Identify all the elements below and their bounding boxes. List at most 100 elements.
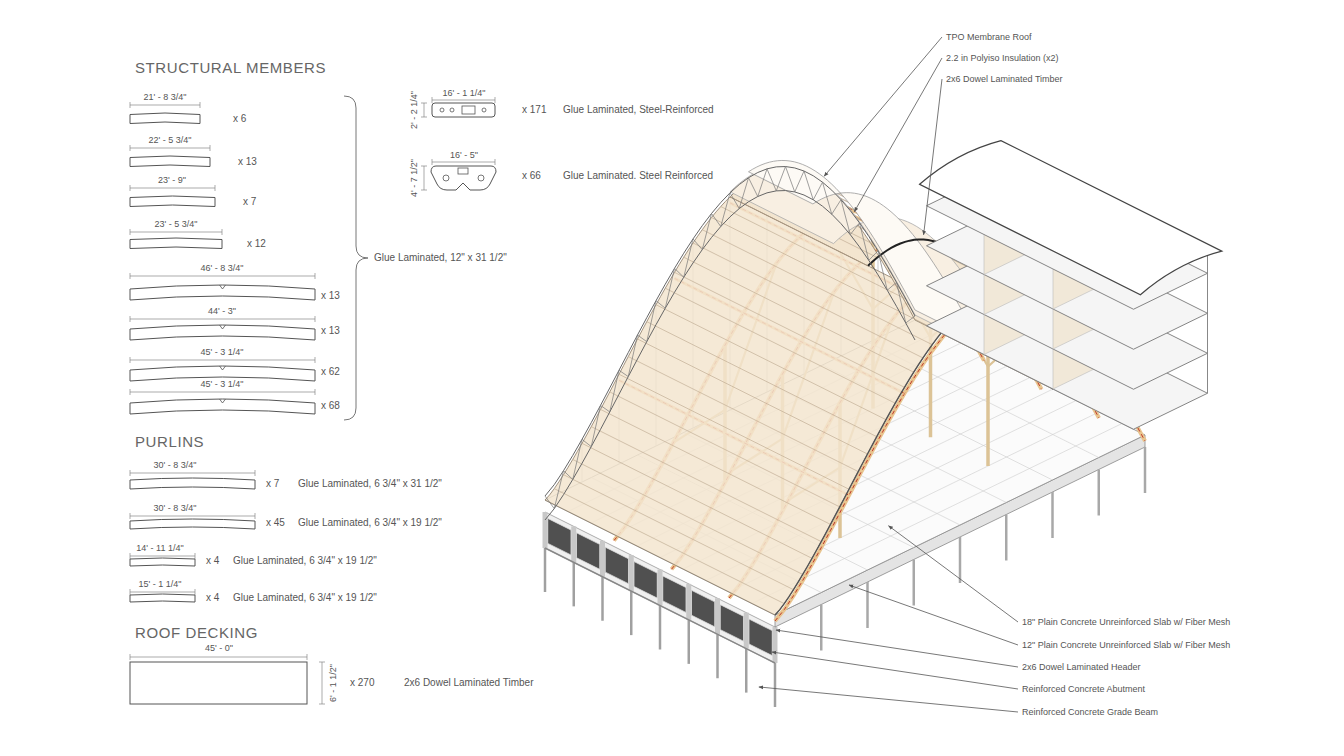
decking-plank bbox=[647, 322, 877, 437]
callout-label: Reinforced Concrete Abutment bbox=[1022, 684, 1145, 694]
callout-label: 12" Plain Concrete Unreinforced Slab w/ … bbox=[1022, 640, 1230, 650]
glulam-arch-member bbox=[130, 366, 315, 381]
glulam-arch-member bbox=[130, 285, 315, 300]
purlin-member bbox=[130, 594, 195, 602]
pier bbox=[659, 606, 662, 650]
dimension-line bbox=[421, 103, 427, 117]
quantity-label: x 7 bbox=[266, 478, 279, 490]
dimension-line bbox=[130, 357, 315, 363]
leader-line bbox=[776, 630, 1018, 667]
glulam-arch-member bbox=[130, 325, 315, 340]
dimension-label: 16' - 1 1/4" bbox=[443, 88, 486, 98]
glulam-arch-member bbox=[130, 196, 215, 207]
quantity-label: x 171 bbox=[522, 104, 546, 116]
dimension-line bbox=[130, 185, 215, 191]
dimension-label: 45' - 0" bbox=[205, 643, 233, 653]
material-note: 2x6 Dowel Laminated Timber bbox=[404, 677, 534, 689]
quantity-label: x 270 bbox=[350, 677, 374, 689]
decking-plank bbox=[628, 357, 858, 472]
dimension-label: 22' - 5 3/4" bbox=[149, 135, 192, 145]
callout-label: 18" Plain Concrete Unreinforced Slab w/ … bbox=[1022, 617, 1230, 627]
dimension-label: 23' - 9" bbox=[158, 175, 186, 185]
window bbox=[548, 518, 571, 555]
section-heading: STRUCTURAL MEMBERS bbox=[135, 59, 326, 76]
abutment bbox=[600, 541, 605, 577]
abutment bbox=[715, 598, 720, 634]
dimension-label: 44' - 3" bbox=[208, 306, 236, 316]
decking-plank bbox=[582, 443, 812, 558]
dimension-line bbox=[432, 97, 495, 103]
dimension-label: 23' - 5 3/4" bbox=[155, 219, 198, 229]
bolt bbox=[440, 108, 444, 112]
dimension-line bbox=[130, 273, 315, 279]
dimension-line bbox=[130, 316, 315, 322]
window bbox=[692, 590, 715, 627]
member-schedule bbox=[130, 96, 496, 704]
material-note: Glue Laminated, 6 3/4" x 31 1/2" bbox=[298, 478, 442, 490]
pier bbox=[1051, 492, 1054, 538]
pier bbox=[820, 605, 823, 651]
abutment bbox=[571, 526, 576, 562]
dimension-label: 4' - 7 1/2" bbox=[409, 159, 419, 197]
quantity-label: x 68 bbox=[321, 400, 340, 412]
pier bbox=[573, 562, 576, 606]
pier bbox=[866, 582, 869, 628]
material-note: Glue Laminated, 6 3/4" x 19 1/2" bbox=[298, 517, 442, 529]
quantity-label: x 66 bbox=[522, 170, 541, 182]
leader-line bbox=[924, 79, 942, 235]
abutment bbox=[744, 613, 749, 649]
dimension-line bbox=[421, 166, 427, 190]
pier bbox=[716, 634, 719, 678]
callout-label: 2x6 Dowel Laminated Timber bbox=[946, 74, 1063, 84]
dimension-label: 14' - 11 1/4" bbox=[136, 543, 183, 553]
beam-notch bbox=[220, 399, 226, 403]
dimension-label: 2' - 2 1/4" bbox=[409, 91, 419, 129]
leader-lines bbox=[759, 37, 1018, 712]
glulam-arch-member bbox=[130, 238, 222, 249]
pier bbox=[630, 591, 633, 635]
beam-notch bbox=[220, 325, 226, 329]
window bbox=[663, 576, 686, 613]
glulam-arch-member bbox=[130, 399, 315, 414]
window bbox=[720, 605, 743, 642]
quantity-label: x 13 bbox=[238, 156, 257, 168]
pier bbox=[544, 548, 547, 592]
decking-plank bbox=[564, 475, 794, 590]
quantity-label: x 12 bbox=[247, 238, 266, 250]
dimension-line bbox=[130, 229, 222, 235]
pier bbox=[1005, 515, 1008, 561]
decking-plank bbox=[638, 339, 868, 454]
material-note: Glue Laminated, 6 3/4" x 19 1/2" bbox=[233, 592, 377, 604]
purlin-member bbox=[130, 478, 255, 489]
bolt bbox=[482, 108, 486, 112]
dimension-label: 46' - 8 3/4" bbox=[201, 263, 244, 273]
dimension-line bbox=[130, 513, 255, 519]
purlin-member bbox=[130, 519, 255, 529]
dimension-line bbox=[130, 102, 200, 108]
dimension-line bbox=[130, 145, 210, 151]
leader-line bbox=[824, 37, 942, 176]
window bbox=[577, 533, 600, 570]
callout-label: 2.2 in Polyiso Insulation (x2) bbox=[946, 53, 1059, 63]
pier bbox=[1144, 447, 1147, 493]
pier bbox=[774, 663, 777, 707]
steel-plate bbox=[458, 168, 468, 174]
dimension-line bbox=[130, 470, 255, 476]
bracket bbox=[344, 96, 368, 420]
callout-label: Reinforced Concrete Grade Beam bbox=[1022, 707, 1158, 717]
lattice-chord bbox=[545, 167, 915, 496]
dimension-label: 45' - 3 1/4" bbox=[201, 379, 244, 389]
glulam-arch-member bbox=[130, 156, 210, 167]
section-heading: PURLINS bbox=[135, 433, 204, 450]
lattice-web bbox=[545, 167, 915, 509]
annex-canopy bbox=[920, 141, 1222, 295]
window bbox=[749, 619, 772, 656]
dimension-label: 45' - 3 1/4" bbox=[201, 347, 244, 357]
pier bbox=[745, 649, 748, 693]
dimension-label: 30' - 8 3/4" bbox=[154, 460, 197, 470]
steel-plate bbox=[462, 106, 475, 114]
material-note: Glue Laminated, 6 3/4" x 19 1/2" bbox=[233, 555, 377, 567]
annex-post bbox=[1207, 253, 1208, 393]
